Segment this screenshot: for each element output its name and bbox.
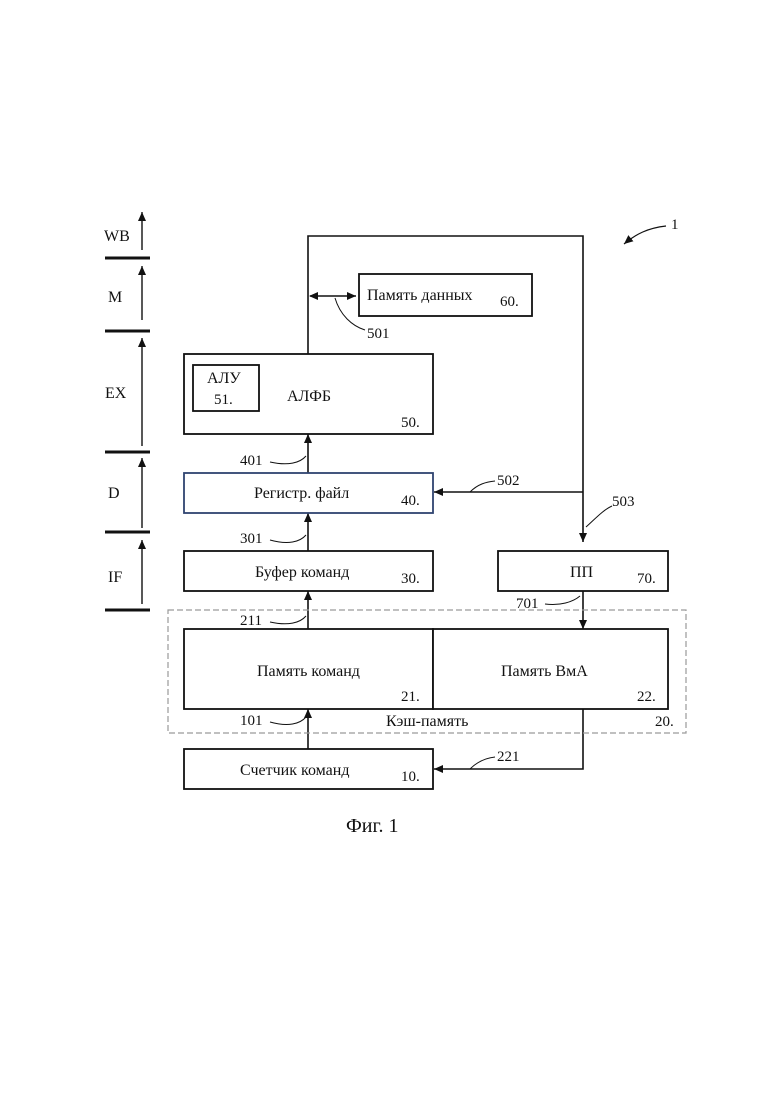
- connection-502-label: 502: [497, 473, 520, 489]
- connection-101-label: 101: [240, 713, 263, 729]
- instruction-buffer-label: Буфер команд: [255, 564, 349, 581]
- leader-502: [470, 481, 495, 492]
- figure-ref-number: 1: [671, 217, 679, 233]
- stage-wb-label: WB: [104, 228, 130, 245]
- pipeline-stages: WB M EX D IF: [104, 212, 150, 610]
- bma-memory-label: Память ВмА: [501, 663, 588, 680]
- stage-d-label: D: [108, 485, 120, 502]
- connection-211-label: 211: [240, 613, 262, 629]
- connection-301-label: 301: [240, 531, 263, 547]
- leader-211: [270, 616, 306, 624]
- instruction-memory-label: Память команд: [257, 663, 360, 680]
- bma-memory-number: 22.: [637, 689, 656, 705]
- instruction-buffer-number: 30.: [401, 571, 420, 587]
- register-file-number: 40.: [401, 493, 420, 509]
- leader-701: [545, 596, 580, 605]
- instruction-buffer-block: Буфер команд 30.: [184, 551, 433, 591]
- data-memory-block: Память данных 60.: [359, 274, 532, 316]
- pp-block: ПП 70.: [498, 551, 668, 591]
- program-counter-number: 10.: [401, 769, 420, 785]
- figure-reference: 1: [624, 217, 679, 244]
- pp-number: 70.: [637, 571, 656, 587]
- data-memory-label: Память данных: [367, 287, 473, 304]
- cache-label: Кэш-память: [386, 713, 468, 730]
- stage-if-label: IF: [108, 569, 122, 586]
- leader-221: [470, 757, 495, 769]
- figure-ref-arrow: [624, 226, 666, 244]
- program-counter-label: Счетчик команд: [240, 762, 349, 779]
- stage-ex-label: EX: [105, 385, 127, 402]
- alu-label: АЛУ: [207, 370, 241, 387]
- data-memory-number: 60.: [500, 294, 519, 310]
- alfb-number: 50.: [401, 415, 420, 431]
- leader-503: [586, 506, 612, 527]
- register-file-block: Регистр. файл 40.: [184, 473, 433, 513]
- connection-221-label: 221: [497, 749, 520, 765]
- pp-label: ПП: [570, 564, 594, 581]
- alu-number: 51.: [214, 392, 233, 408]
- leader-101: [270, 717, 306, 724]
- connection-401-label: 401: [240, 453, 263, 469]
- alfb-block: АЛУ 51. АЛФБ 50.: [184, 354, 433, 434]
- figure-caption: Фиг. 1: [346, 815, 398, 837]
- stage-m-label: M: [108, 289, 122, 306]
- connection-503-label: 503: [612, 494, 635, 510]
- alfb-label: АЛФБ: [287, 388, 331, 405]
- connection-501-label: 501: [367, 326, 390, 342]
- leader-301: [270, 535, 306, 542]
- connection-701-label: 701: [516, 596, 539, 612]
- register-file-label: Регистр. файл: [254, 485, 349, 502]
- cache-number: 20.: [655, 714, 674, 730]
- instruction-memory-number: 21.: [401, 689, 420, 705]
- program-counter-block: Счетчик команд 10.: [184, 749, 433, 789]
- leader-401: [270, 456, 306, 464]
